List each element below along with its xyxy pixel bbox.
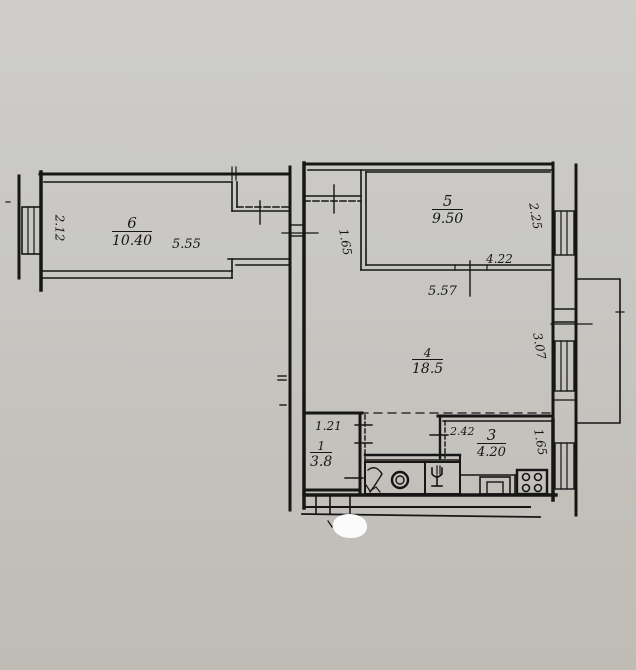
room-6-length: 5.55 <box>172 237 201 252</box>
bathtub-icon <box>364 461 426 495</box>
closet-walls <box>303 184 362 214</box>
room-3-area: 4.20 <box>477 443 506 460</box>
room-6-number: 6 <box>127 214 137 232</box>
room-5-label: 5 9.50 <box>432 192 464 227</box>
room-5-walls <box>360 169 575 297</box>
room-3-number: 3 <box>486 426 497 444</box>
room-4-length: 5.57 <box>428 284 457 299</box>
room-6-area: 10.40 <box>112 231 153 249</box>
room-1-number: 1 <box>317 439 325 453</box>
room-4-area: 18.5 <box>412 359 444 377</box>
room-5-area: 9.50 <box>432 209 464 227</box>
room-6-width: 2.12 <box>52 214 67 242</box>
room-6-walls <box>5 166 292 292</box>
room-3-width: 2.42 <box>450 425 475 438</box>
room-3-label: 3 4.20 <box>477 428 506 459</box>
room-1-area: 3.8 <box>310 452 333 470</box>
room-5-length: 4.22 <box>486 252 513 266</box>
room-1-width: 1.21 <box>315 419 342 433</box>
stove-icon <box>515 468 549 496</box>
room-5-number: 5 <box>442 192 453 210</box>
sink-icon <box>424 461 461 495</box>
cabinet-icon <box>479 476 511 495</box>
room-4-label: 4 18.5 <box>412 346 444 377</box>
room-1-label: 1 3.8 <box>310 439 333 470</box>
room-6-label: 6 10.40 <box>112 214 153 249</box>
room-4-number: 4 <box>423 346 432 360</box>
main-block-walls <box>277 161 578 517</box>
redaction-mark <box>333 514 367 538</box>
